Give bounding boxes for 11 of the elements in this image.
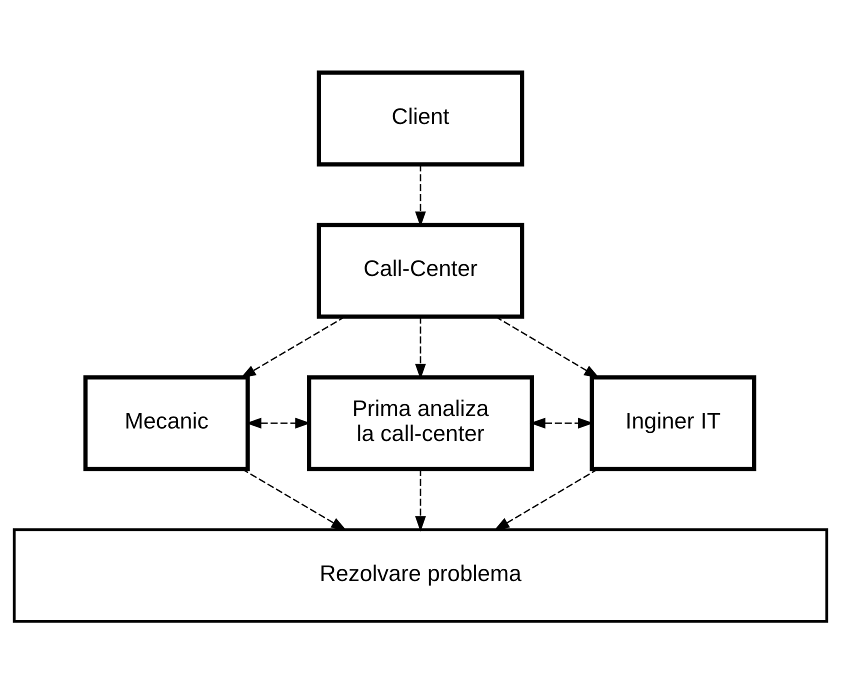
node-box: Rezolvare problema	[12, 528, 828, 623]
arrow	[494, 468, 598, 531]
arrow	[242, 468, 347, 531]
node-box: Prima analiza la call-center	[306, 375, 534, 472]
node-box: Inginer IT	[590, 375, 756, 472]
node-box: Mecanic	[83, 375, 250, 472]
arrow	[495, 316, 600, 378]
node-box: Call-Center	[316, 222, 524, 319]
node-box: Client	[316, 70, 524, 166]
arrow	[240, 316, 346, 378]
arrow	[415, 469, 426, 532]
